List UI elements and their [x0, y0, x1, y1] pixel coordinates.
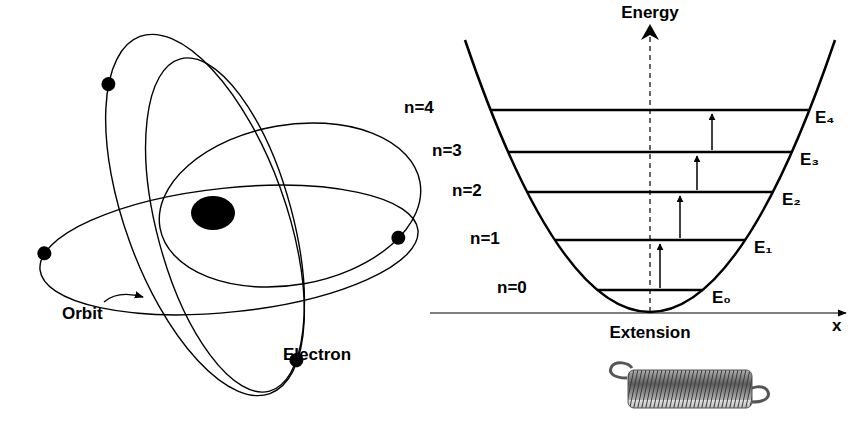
- electron: [99, 75, 117, 93]
- transition-arrow: [679, 196, 681, 238]
- axis-label: Energy: [621, 3, 679, 23]
- spring-body: [628, 370, 752, 408]
- transition-arrow: [711, 114, 713, 150]
- orbit: [34, 168, 425, 331]
- energy-level: [508, 151, 792, 154]
- axis-label: x: [832, 316, 841, 336]
- electron: [390, 230, 406, 246]
- nucleus: [191, 196, 235, 230]
- quantum-number: n=3: [432, 141, 462, 161]
- energy-levels: [491, 110, 809, 290]
- energy-label: E₄: [815, 108, 834, 128]
- energy-label: E₀: [712, 288, 731, 308]
- electron-label: Electron: [283, 345, 351, 365]
- spring: [611, 363, 769, 408]
- orbit-leader: [104, 294, 143, 302]
- quantum-number: n=2: [452, 181, 482, 201]
- x-axis: [430, 312, 846, 313]
- electron: [37, 246, 52, 261]
- energy-label: E₂: [782, 190, 801, 210]
- atom: [33, 9, 434, 421]
- energy-level: [491, 109, 809, 112]
- energy-level: [597, 289, 703, 292]
- energy-level: [555, 239, 745, 242]
- energy-diagram: [430, 24, 846, 313]
- potential-parabola: [465, 40, 835, 312]
- energy-level: [527, 191, 773, 194]
- energy-axis-head: [641, 24, 659, 40]
- energy-label: E₃: [800, 150, 819, 170]
- quantum-number: n=1: [470, 229, 500, 249]
- transition-arrows: [660, 114, 712, 288]
- orbit-label: Orbit: [62, 304, 103, 324]
- orbit: [146, 103, 434, 306]
- quantum-number: n=4: [404, 98, 434, 118]
- quantum-number: n=0: [497, 278, 527, 298]
- transition-arrow: [659, 244, 661, 288]
- transition-arrow: [696, 156, 698, 190]
- energy-label: E₁: [754, 238, 772, 258]
- axis-label: Extension: [609, 323, 690, 343]
- energy-axis: [649, 30, 651, 312]
